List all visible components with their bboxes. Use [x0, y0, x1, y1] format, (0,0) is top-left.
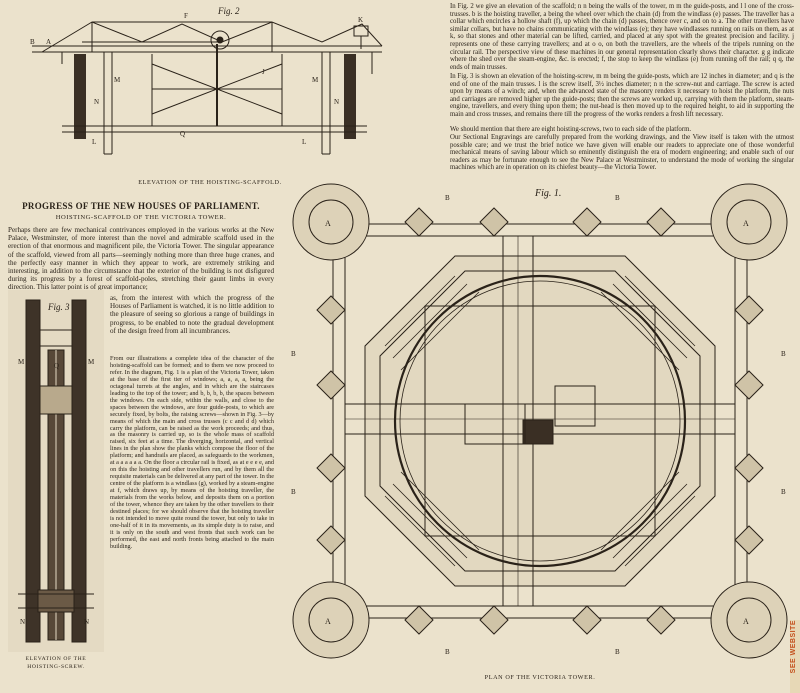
article-col-a: as, from the interest with which the pro…: [110, 294, 274, 335]
fig3-hoisting-screw: Fig. 3 M Q M N N: [8, 290, 104, 652]
fig1-letter: A: [325, 617, 331, 626]
article-intro: Perhaps there are few mechanical contriv…: [8, 226, 274, 292]
fig2-letter: F: [184, 12, 188, 20]
fig1-letter: B: [781, 488, 786, 496]
fig3-letter: N: [84, 618, 89, 626]
fig2-drawing: B F A K N N L L Q M M J Fig. 2: [30, 6, 383, 155]
fig3-letter: M: [18, 358, 25, 366]
fig1-plan-victoria-tower: Fig. 1. A A A A B B B B B B B B: [285, 176, 795, 666]
right-text-p1: In Fig. 2 we give an elevation of the sc…: [450, 3, 794, 71]
right-text-p2: In Fig. 3 is shown an elevation of the h…: [450, 73, 794, 118]
article-title: PROGRESS OF THE NEW HOUSES OF PARLIAMENT…: [22, 201, 260, 211]
fig3-letter: Q: [54, 362, 59, 370]
fig3-letter: N: [20, 618, 25, 626]
fig1-letter: B: [291, 350, 296, 358]
fig2-letter: J: [262, 68, 265, 76]
fig2-letter: L: [92, 138, 96, 146]
fig3-drawing: Fig. 3 M Q M N N: [18, 299, 95, 643]
fig2-letter: L: [302, 138, 306, 146]
fig1-drawing: Fig. 1. A A A A B B B B B B B B: [291, 183, 788, 659]
fig1-label: Fig. 1.: [534, 188, 561, 199]
fig1-letter: B: [445, 648, 450, 656]
right-text-p3: We should mention that there are eight h…: [450, 126, 692, 133]
fig1-letter: A: [743, 219, 749, 228]
fig1-letter: B: [445, 194, 450, 202]
fig1-letter: A: [743, 617, 749, 626]
fig2-letter: A: [46, 38, 51, 46]
fig2-letter: B: [30, 38, 35, 46]
fig2-label: Fig. 2: [217, 6, 240, 16]
right-text-p4: Our Sectional Engravings are carefully p…: [450, 134, 794, 172]
fig2-caption: ELEVATION OF THE HOISTING-SCAFFOLD.: [138, 179, 282, 186]
fig2-letter: N: [94, 98, 99, 106]
fig2-letter: N: [334, 98, 339, 106]
website-stamp-text: SEE WEBSITE: [790, 620, 797, 674]
fig3-caption-line1: ELEVATION OF THE: [25, 656, 87, 662]
fig3-label: Fig. 3: [47, 302, 70, 312]
fig1-caption: PLAN OF THE VICTORIA TOWER.: [484, 674, 596, 681]
fig2-letter: K: [358, 16, 363, 24]
fig2-elevation-scaffold: B F A K N N L L Q M M J Fig. 2: [22, 4, 398, 174]
fig1-letter: B: [615, 194, 620, 202]
fig2-letter: M: [312, 76, 319, 84]
article-col-b: From our illustrations a complete idea o…: [110, 355, 274, 550]
fig1-letter: A: [325, 219, 331, 228]
fig2-letter: Q: [180, 130, 185, 138]
fig3-caption-line2: HOISTING-SCREW.: [27, 664, 85, 670]
fig1-letter: B: [291, 488, 296, 496]
fig3-letter: M: [88, 358, 95, 366]
fig2-letter: M: [114, 76, 121, 84]
fig1-letter: B: [615, 648, 620, 656]
website-stamp: SEE WEBSITE: [790, 620, 800, 693]
fig1-letter: B: [781, 350, 786, 358]
article-subtitle: HOISTING-SCAFFOLD OF THE VICTORIA TOWER.: [55, 214, 227, 221]
